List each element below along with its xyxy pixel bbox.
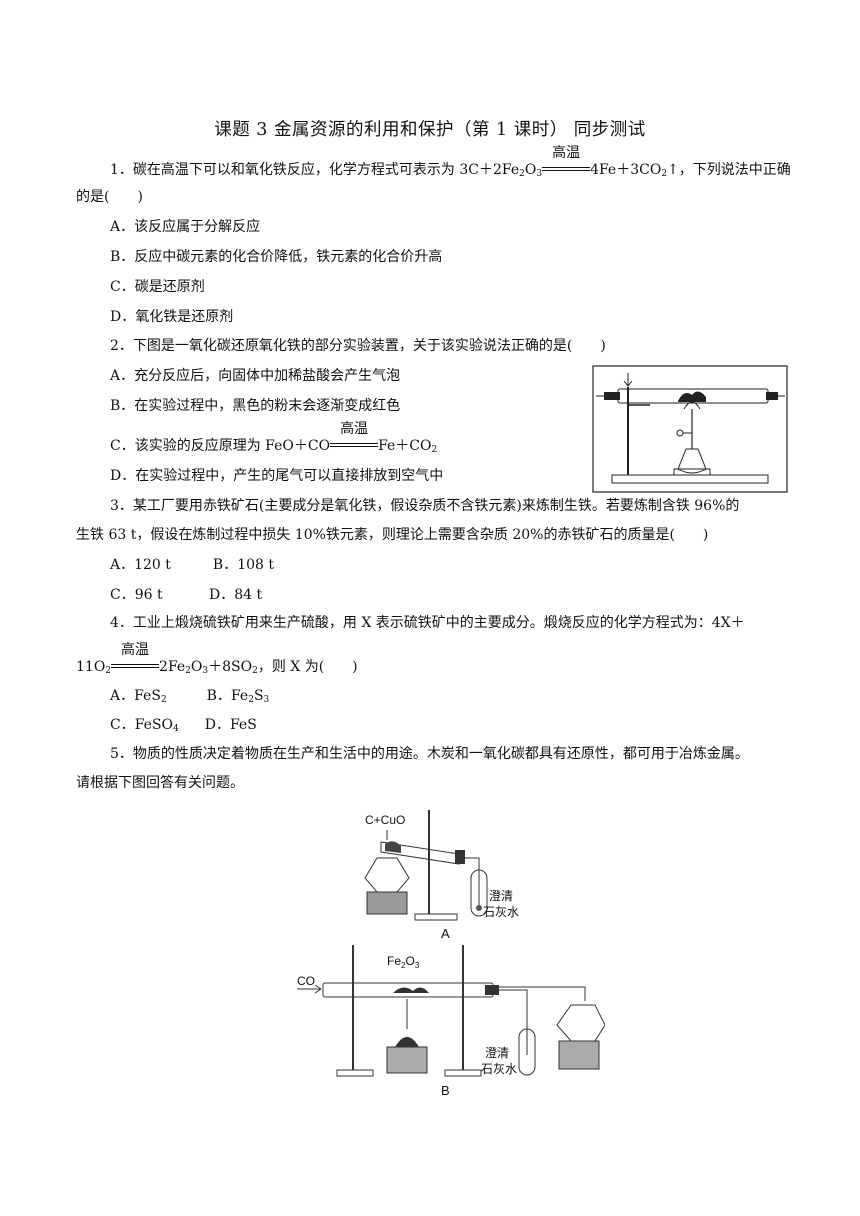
q2-option-d: D．在实验过程中，产生的尾气可以直接排放到空气中: [110, 468, 444, 484]
reagent-label: Fe2O3: [387, 954, 420, 970]
q2-option-a: A．充分反应后，向固体中加稀盐酸会产生气泡: [110, 368, 401, 384]
q4-stem: 4．工业上煅烧硫铁矿用来生产硫酸，用 X 表示硫铁矿中的主要成分。煅烧反应的化学…: [110, 615, 745, 631]
exhaust-lamp: [556, 1004, 605, 1042]
q1-option-a: A．该反应属于分解反应: [110, 219, 261, 235]
figure-a-carbon-reduction: C+CuO 澄清 石灰水 A: [364, 810, 519, 940]
q3-options-row1: A．120 t B．108 t: [110, 557, 274, 573]
q5-stem-cont: 请根据下图回答有关问题。: [76, 775, 244, 791]
q2-apparatus-figure: [592, 365, 788, 493]
tube-stopper: [455, 850, 465, 864]
figure-b-co-reduction: CO Fe2O3 澄清 石灰水 B: [297, 945, 605, 1098]
q4-condition-arrow: 高温: [111, 642, 160, 671]
water-label-1: 澄清: [489, 888, 513, 903]
tube-stopper-right: [766, 392, 778, 400]
collection-tube: [518, 1028, 536, 1076]
q1-option-b: B．反应中碳元素的化合价降低，铁元素的化合价升高: [110, 249, 443, 265]
reactant-powder: [385, 841, 401, 853]
burner-head: [395, 1037, 419, 1047]
valve-knob: [676, 429, 684, 437]
tube-stopper: [485, 985, 499, 995]
burner-block: [386, 1046, 428, 1074]
gas-inlet-arrow: [297, 984, 322, 994]
reactant-powder: [393, 987, 429, 993]
burner-plate: [673, 468, 711, 476]
q2-stem: 2．下图是一氧化碳还原氧化铁的部分实验装置，关于该实验说法正确的是( ): [110, 338, 606, 354]
stand-base: [414, 913, 458, 921]
water-label-2: 石灰水: [481, 1062, 517, 1076]
figure-label: A: [441, 926, 450, 940]
figure-label: B: [441, 1083, 450, 1098]
q1-option-d: D．氧化铁是还原剂: [110, 309, 234, 325]
powder-sample: [678, 391, 706, 402]
q2-option-b: B．在实验过程中，黑色的粉末会逐渐变成红色: [110, 398, 401, 414]
tube-stopper-left: [604, 392, 620, 400]
lamp-block: [366, 891, 408, 915]
flame: [683, 401, 701, 410]
water-label-2: 石灰水: [483, 905, 519, 919]
collection-tube: [470, 869, 488, 917]
q3-stem: 3．某工厂要用赤铁矿石(主要成分是氧化铁，假设杂质不含铁元素)来炼制生铁。若要炼…: [110, 498, 740, 514]
q1-stem-cont: 的是( ): [76, 189, 143, 205]
reagent-label: C+CuO: [365, 813, 405, 827]
liquid: [476, 905, 482, 911]
gas-arrow: [623, 373, 633, 387]
alcohol-lamp: [364, 857, 410, 893]
delivery-tube: [499, 989, 528, 1055]
stand-left-base: [336, 1069, 374, 1077]
q1-condition-arrow: 高温: [542, 145, 591, 174]
exhaust-tube: [499, 986, 586, 1001]
q3-options-row2: C．96 t D．84 t: [110, 587, 263, 603]
exhaust-lamp-block: [558, 1040, 600, 1070]
stand-base: [611, 474, 769, 484]
gas-label: CO: [297, 974, 315, 988]
q5-stem: 5．物质的性质决定着物质在生产和生活中的用途。木炭和一氧化碳都具有还原性，都可用…: [110, 746, 749, 762]
delivery-tube: [465, 857, 480, 906]
q3-stem-cont: 生铁 63 t，假设在炼制过程中损失 10%铁元素，则理论上需要含杂质 20%的…: [76, 527, 709, 543]
figure-frame: [592, 365, 788, 493]
stand-right-base: [444, 1069, 482, 1077]
q1-option-c: C．碳是还原剂: [110, 279, 205, 295]
q2-condition-arrow: 高温: [330, 421, 379, 450]
water-label-1: 澄清: [485, 1045, 509, 1060]
page-title: 课题 3 金属资源的利用和保护（第 1 课时） 同步测试: [214, 120, 646, 140]
